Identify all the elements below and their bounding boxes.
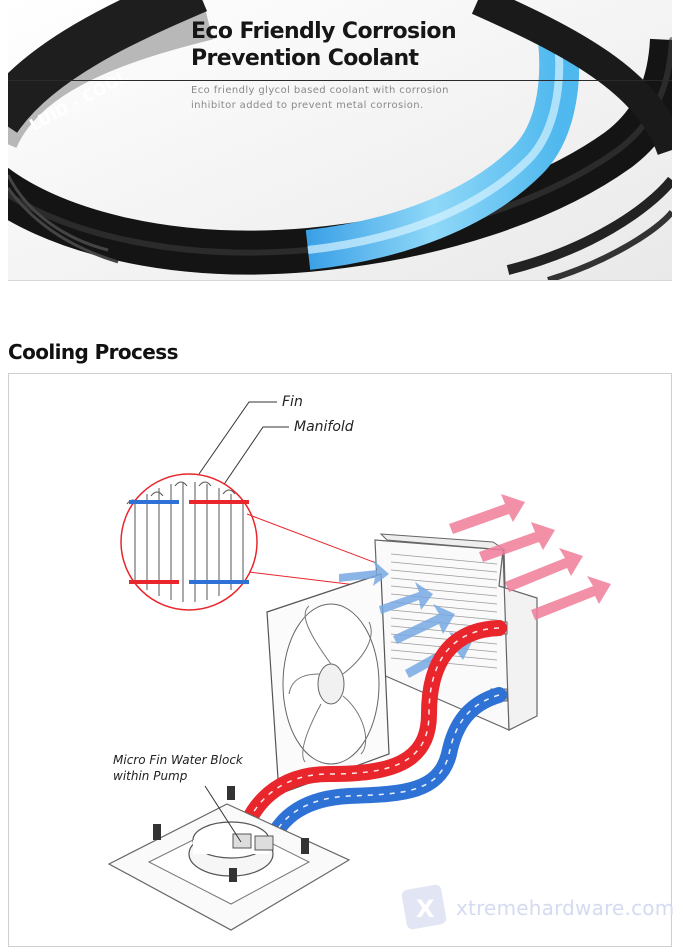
banner-title-line1: Eco Friendly Corrosion bbox=[191, 19, 457, 44]
label-water-block-line2: within Pump bbox=[113, 769, 188, 783]
coolant-tube-image: LUID - COOL bbox=[8, 0, 672, 280]
watermark-text: xtremehardware.com bbox=[456, 896, 675, 920]
coolant-tubes bbox=[233, 620, 507, 856]
exhaust-airflow-arrows bbox=[449, 494, 611, 620]
site-watermark: X xtremehardware.com bbox=[400, 883, 674, 933]
cooling-process-diagram: Fin Manifold Micro Fin Water Block withi… bbox=[8, 373, 672, 947]
fan-icon bbox=[266, 573, 390, 795]
banner-title: Eco Friendly Corrosion Prevention Coolan… bbox=[191, 18, 457, 72]
banner-desc-line2: inhibitor added to prevent metal corrosi… bbox=[191, 100, 424, 111]
label-fin: Fin bbox=[282, 394, 303, 410]
x-logo-icon: X bbox=[401, 884, 447, 930]
svg-text:X: X bbox=[416, 895, 435, 923]
magnified-fin-detail bbox=[120, 473, 385, 611]
label-water-block: Micro Fin Water Block within Pump bbox=[113, 752, 243, 784]
banner-description: Eco friendly glycol based coolant with c… bbox=[191, 83, 491, 113]
cooling-diagram-art bbox=[107, 401, 611, 931]
banner-divider bbox=[8, 80, 672, 81]
coolant-banner: LUID - COOL Eco Friendly Corrosion Preve… bbox=[8, 0, 672, 281]
banner-desc-line1: Eco friendly glycol based coolant with c… bbox=[191, 85, 449, 96]
section-title: Cooling Process bbox=[8, 340, 178, 364]
leader-lines bbox=[198, 401, 289, 500]
pump-icon bbox=[107, 785, 351, 931]
label-manifold: Manifold bbox=[294, 419, 354, 435]
radiator-icon bbox=[374, 533, 538, 731]
banner-title-line2: Prevention Coolant bbox=[191, 46, 419, 71]
label-water-block-line1: Micro Fin Water Block bbox=[113, 753, 243, 767]
